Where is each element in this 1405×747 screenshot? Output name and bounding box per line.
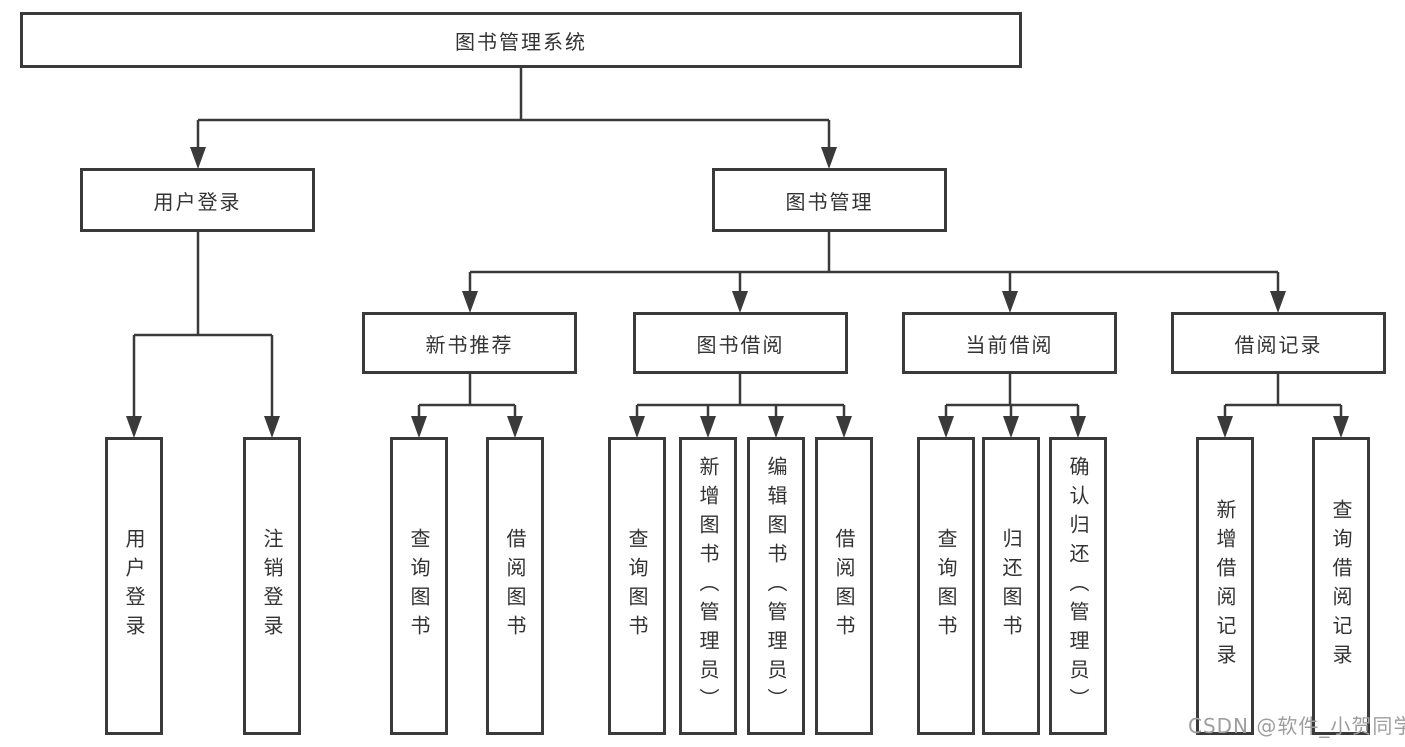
leaf-query-books-current: 查询图书 [917, 437, 975, 735]
node-label: 借阅记录 [1234, 332, 1323, 357]
node-label: 用户登录 [153, 189, 242, 214]
leaf-label: 新增借阅记录 [1213, 499, 1237, 673]
leaf-label: 借阅图书 [832, 528, 856, 644]
node-user-login-module: 用户登录 [80, 168, 315, 232]
node-root-system: 图书管理系统 [20, 12, 1022, 68]
leaf-query-books-recommend: 查询图书 [390, 437, 448, 735]
leaf-label: 用户登录 [122, 528, 146, 644]
leaf-label: 查询图书 [407, 528, 431, 644]
node-book-borrow: 图书借阅 [633, 312, 848, 374]
leaf-label: 编辑图书（管理员） [764, 455, 788, 717]
leaf-label: 查询图书 [934, 528, 958, 644]
watermark: CSDN @软件_小贺同学 [1188, 714, 1405, 738]
leaf-label: 新增图书（管理员） [696, 455, 720, 717]
node-borrow-records: 借阅记录 [1171, 312, 1386, 374]
leaf-label: 归还图书 [999, 528, 1023, 644]
leaf-add-borrow-record: 新增借阅记录 [1196, 437, 1254, 735]
leaf-confirm-return-admin: 确认归还（管理员） [1049, 437, 1107, 735]
leaf-add-books-admin: 新增图书（管理员） [679, 437, 737, 735]
node-label: 图书借阅 [696, 332, 785, 357]
leaf-borrow-books-recommend: 借阅图书 [486, 437, 544, 735]
leaf-label: 借阅图书 [503, 528, 527, 644]
node-new-book-recommend: 新书推荐 [362, 312, 577, 374]
leaf-user-login: 用户登录 [105, 437, 163, 735]
node-label: 图书管理 [785, 189, 874, 214]
leaf-query-borrow-record: 查询借阅记录 [1312, 437, 1370, 735]
leaf-edit-books-admin: 编辑图书（管理员） [747, 437, 805, 735]
leaf-label: 确认归还（管理员） [1066, 455, 1090, 717]
node-current-borrow: 当前借阅 [902, 312, 1117, 374]
leaf-label: 查询图书 [625, 528, 649, 644]
leaf-query-books-borrow: 查询图书 [608, 437, 666, 735]
leaf-label: 查询借阅记录 [1329, 499, 1353, 673]
node-label: 当前借阅 [965, 332, 1054, 357]
leaf-borrow-books: 借阅图书 [815, 437, 873, 735]
node-book-management-module: 图书管理 [712, 168, 947, 232]
leaf-return-books: 归还图书 [982, 437, 1040, 735]
node-root-label: 图书管理系统 [455, 29, 587, 54]
leaf-logout: 注销登录 [243, 437, 301, 735]
leaf-label: 注销登录 [260, 528, 284, 644]
node-label: 新书推荐 [425, 332, 514, 357]
